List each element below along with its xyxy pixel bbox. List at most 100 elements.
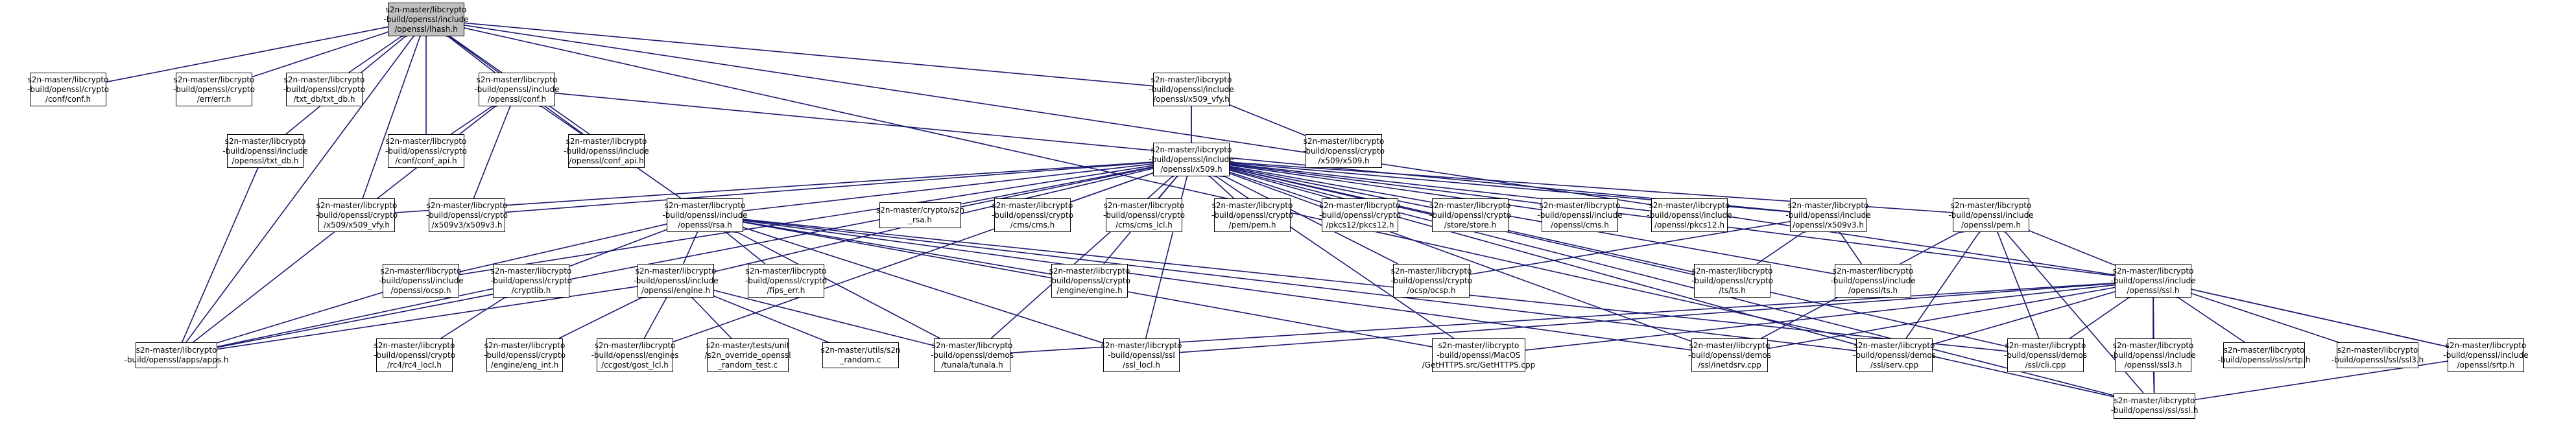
node-pkcs12_inc[interactable]: s2n-master/libcrypto-build/openssl/inclu…	[1647, 198, 1732, 232]
node-pem_c[interactable]: s2n-master/libcrypto-build/openssl/crypt…	[1211, 198, 1294, 232]
node-ocsp_inc[interactable]: s2n-master/libcrypto-build/openssl/inclu…	[378, 264, 464, 298]
node-label-line: s2n-master/libcrypto	[1649, 200, 1730, 210]
node-x509v3_inc[interactable]: s2n-master/libcrypto-build/openssl/inclu…	[1785, 198, 1871, 232]
node-ssl_locl[interactable]: s2n-master/libcrypto-build/openssl/ssl/s…	[1101, 338, 1182, 372]
node-txt_db_inc[interactable]: s2n-master/libcrypto-build/openssl/inclu…	[222, 134, 308, 168]
node-srtp_inc[interactable]: s2n-master/libcrypto-build/openssl/inclu…	[2443, 338, 2529, 372]
edge-engine_inc-s2n_tests	[692, 298, 732, 339]
node-rc4[interactable]: s2n-master/libcrypto-build/openssl/crypt…	[374, 338, 455, 372]
edge-rsa_inc-engine_inc	[682, 232, 698, 265]
node-label-line: s2n-master/libcrypto	[1103, 200, 1185, 210]
node-ssl3_inc[interactable]: s2n-master/libcrypto-build/openssl/inclu…	[2110, 338, 2196, 372]
node-label-line: s2n-master/libcrypto	[27, 75, 109, 84]
node-x509v3_c[interactable]: s2n-master/libcrypto-build/openssl/crypt…	[426, 198, 508, 232]
node-label-line: s2n-master/libcrypto	[1303, 136, 1385, 146]
node-label-line: s2n-master/libcrypto	[566, 136, 647, 146]
node-label-line: -build/openssl/crypto	[1390, 276, 1473, 285]
node-conf_api_inc[interactable]: s2n-master/libcrypto-build/openssl/inclu…	[564, 134, 649, 168]
node-label-line: -build/openssl/demos	[1688, 350, 1771, 360]
node-x509_inc[interactable]: s2n-master/libcrypto-build/openssl/inclu…	[1149, 143, 1234, 176]
node-label-line: /ocsp/ocsp.h	[1407, 285, 1456, 295]
node-label-line: -build/openssl/crypto	[316, 210, 398, 220]
node-ssl_inc[interactable]: s2n-master/libcrypto-build/openssl/inclu…	[2110, 264, 2196, 298]
node-label-line: -build/openssl/engines	[591, 350, 679, 360]
node-apps[interactable]: s2n-master/libcrypto-build/openssl/apps/…	[125, 342, 228, 368]
edge-ssl_inc-ssl_locl	[1179, 283, 2115, 353]
node-label-line: -build/openssl/include	[1537, 210, 1623, 220]
node-label-line: /openssl/ocsp.h	[390, 285, 451, 295]
edge-rsa_inc-fips_err	[726, 232, 766, 265]
node-cryptlib[interactable]: s2n-master/libcrypto-build/openssl/crypt…	[490, 264, 572, 298]
node-gethttps[interactable]: s2n-master/libcrypto-build/openssl/MacOS…	[1422, 338, 1535, 372]
node-label-line: /openssl/conf_api.h	[569, 156, 644, 165]
node-store_c[interactable]: s2n-master/libcrypto-build/openssl/crypt…	[1429, 198, 1511, 232]
node-s2n_rsa[interactable]: s2n-master/crypto/s2n_rsa.h	[876, 202, 964, 228]
node-label-line: /x509/x509_vfy.h	[323, 220, 390, 230]
node-conf_c[interactable]: s2n-master/libcrypto-build/openssl/crypt…	[27, 73, 109, 106]
node-tunala[interactable]: s2n-master/libcrypto-build/openssl/demos…	[931, 338, 1014, 372]
node-srtp_ssl[interactable]: s2n-master/libcrypto-build/openssl/ssl/s…	[2218, 342, 2310, 368]
node-label-line: /openssl/ts.h	[1848, 285, 1898, 295]
node-label-line: /conf/conf.h	[45, 94, 91, 104]
node-pkcs12_c[interactable]: s2n-master/libcrypto-build/openssl/crypt…	[1319, 198, 1401, 232]
node-x509_vfy_inc[interactable]: s2n-master/libcrypto-build/openssl/inclu…	[1149, 73, 1234, 106]
node-label-line: /x509v3/x509v3.h	[431, 220, 503, 230]
node-label-line: s2n-master/libcrypto	[1787, 200, 1869, 210]
node-label-line: /openssl/txt_db.h	[232, 156, 299, 165]
node-label-line: s2n-master/libcrypto	[1319, 200, 1401, 210]
node-ts_inc[interactable]: s2n-master/libcrypto-build/openssl/inclu…	[1830, 264, 1916, 298]
node-ssl_ssl[interactable]: s2n-master/libcrypto-build/openssl/ssl/s…	[2111, 393, 2198, 419]
node-pem_inc[interactable]: s2n-master/libcrypto-build/openssl/inclu…	[1948, 198, 2034, 232]
edge-conf_inc-conf_api_c	[450, 106, 492, 135]
node-label-line: _rsa.h	[909, 215, 932, 224]
node-label-line: s2n-master/libcrypto	[1438, 340, 1520, 350]
node-s2n_tests[interactable]: s2n-master/tests/unit/s2n_override_opens…	[704, 338, 791, 372]
edge-ssl_inc-srtp_ssl	[2178, 298, 2245, 343]
edge-ssl_inc-serv	[1932, 292, 2115, 345]
node-hash[interactable]: s2n-master/libcrypto-build/openssl/inclu…	[383, 3, 469, 36]
node-label-line: -build/openssl/crypto	[173, 84, 256, 94]
node-s2n_random[interactable]: s2n-master/utils/s2n_random.c	[821, 342, 900, 368]
node-fips_err[interactable]: s2n-master/libcrypto-build/openssl/crypt…	[745, 264, 827, 298]
edge-hash-ssl_inc	[464, 25, 2116, 276]
edge-rsa_inc-serv	[743, 220, 1857, 351]
node-label-line: /cms/cms.h	[1010, 220, 1055, 230]
node-ssl3_ssl[interactable]: s2n-master/libcrypto-build/openssl/ssl/s…	[2332, 342, 2424, 368]
node-engine_inc[interactable]: s2n-master/libcrypto-build/openssl/inclu…	[633, 264, 719, 298]
node-label-line: /openssl/pem.h	[1961, 220, 2021, 230]
node-label-line: s2n-master/libcrypto	[380, 266, 462, 276]
node-ocsp_c[interactable]: s2n-master/libcrypto-build/openssl/crypt…	[1390, 264, 1473, 298]
node-x509_vfy_c[interactable]: s2n-master/libcrypto-build/openssl/crypt…	[316, 198, 398, 232]
node-rsa_inc[interactable]: s2n-master/libcrypto-build/openssl/inclu…	[662, 198, 748, 232]
edge-x509_inc-pem_c	[1210, 176, 1235, 199]
node-serv[interactable]: s2n-master/libcrypto-build/openssl/demos…	[1853, 338, 1936, 372]
node-ts_c[interactable]: s2n-master/libcrypto-build/openssl/crypt…	[1691, 264, 1773, 298]
node-label-line: s2n-master/libcrypto	[1151, 145, 1232, 154]
edge-conf_inc-conf_api_inc	[542, 106, 582, 135]
node-x509_c[interactable]: s2n-master/libcrypto-build/openssl/crypt…	[1303, 134, 1385, 168]
edge-rsa_inc-inetdsrv	[743, 220, 1692, 351]
edge-pem_inc-ssl_inc	[2029, 231, 2116, 266]
node-eng_int[interactable]: s2n-master/libcrypto-build/openssl/crypt…	[484, 338, 566, 372]
edge-rsa_inc-engine_c	[743, 222, 1052, 275]
node-label-line: -build/openssl/crypto	[1211, 210, 1294, 220]
node-inetdsrv[interactable]: s2n-master/libcrypto-build/openssl/demos…	[1688, 338, 1771, 372]
node-gost[interactable]: s2n-master/libcrypto-build/openssl/engin…	[591, 338, 678, 372]
node-txt_db_c[interactable]: s2n-master/libcrypto-build/openssl/crypt…	[283, 73, 365, 106]
node-label-line: /ssl_locl.h	[1123, 360, 1160, 370]
node-err_c[interactable]: s2n-master/libcrypto-build/openssl/crypt…	[173, 73, 256, 106]
node-label-line: s2n-master/libcrypto	[224, 136, 306, 146]
node-label-line: /tunala/tunala.h	[941, 360, 1003, 370]
edge-srtp_inc-ssl_inc	[2191, 289, 2448, 347]
node-cms_lcl[interactable]: s2n-master/libcrypto-build/openssl/crypt…	[1103, 198, 1185, 232]
node-cms_inc[interactable]: s2n-master/libcrypto-build/openssl/inclu…	[1537, 198, 1623, 232]
node-label-line: /ccgost/gost_lcl.h	[601, 360, 669, 370]
node-cms_c[interactable]: s2n-master/libcrypto-build/openssl/crypt…	[992, 198, 1073, 232]
edge-conf_inc-x509v3_c	[473, 106, 510, 199]
node-label-line: -build/openssl/ssl	[1108, 350, 1175, 360]
node-conf_api_c[interactable]: s2n-master/libcrypto-build/openssl/crypt…	[385, 134, 467, 168]
node-cli[interactable]: s2n-master/libcrypto-build/openssl/demos…	[2004, 338, 2087, 372]
node-label-line: /openssl/x509_vfy.h	[1153, 94, 1230, 104]
node-conf_inc[interactable]: s2n-master/libcrypto-build/openssl/inclu…	[474, 73, 560, 106]
node-engine_c[interactable]: s2n-master/libcrypto-build/openssl/crypt…	[1049, 264, 1130, 298]
